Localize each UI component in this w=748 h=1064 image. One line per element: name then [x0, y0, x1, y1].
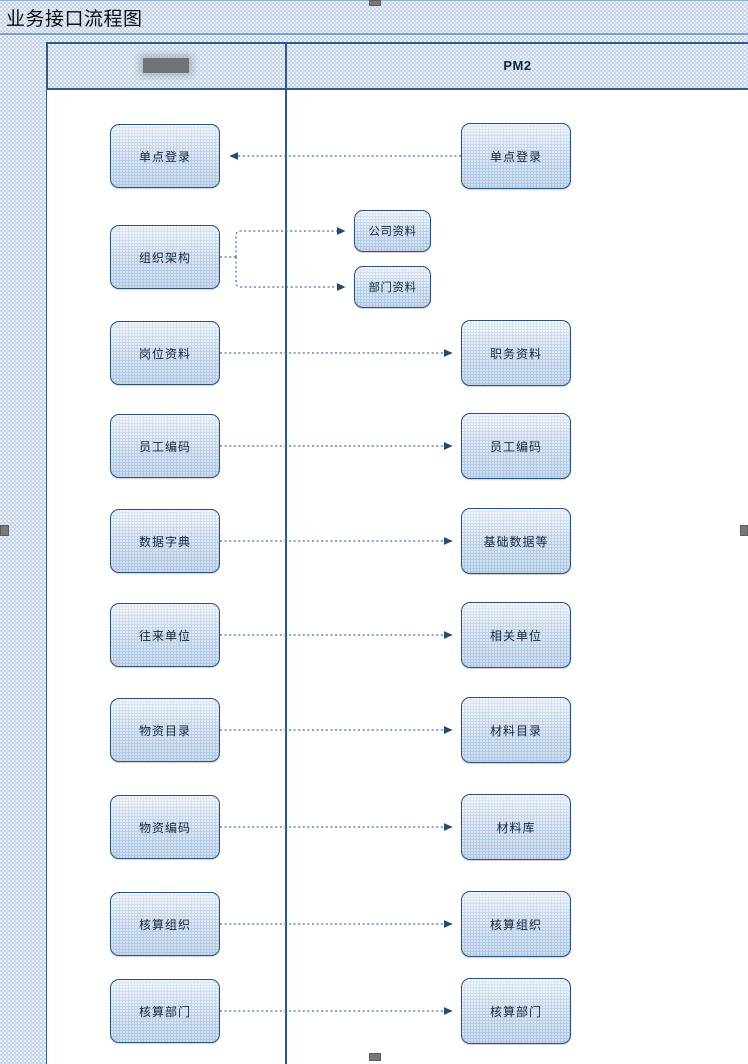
- lane-title-right: PM2: [503, 57, 532, 73]
- node-position-info[interactable]: 岗位资料: [110, 321, 220, 385]
- node-accounting-org-right[interactable]: 核算组织: [461, 891, 571, 957]
- node-label: 数据字典: [138, 534, 191, 549]
- node-label: 核算组织: [489, 917, 542, 932]
- node-label: 员工编码: [138, 439, 191, 454]
- node-org-structure[interactable]: 组织架构: [110, 225, 220, 289]
- node-label: 物资目录: [138, 723, 191, 738]
- redacted-lane-name: [142, 57, 189, 73]
- node-single-sign-on-right[interactable]: 单点登录: [461, 123, 571, 189]
- node-material-code[interactable]: 物资编码: [110, 795, 220, 859]
- node-label: 基础数据等: [483, 534, 549, 549]
- node-accounting-dept-right[interactable]: 核算部门: [461, 978, 571, 1044]
- node-single-sign-on-left[interactable]: 单点登录: [110, 124, 220, 188]
- resize-handle-left[interactable]: [0, 525, 9, 536]
- node-label: 相关单位: [489, 628, 542, 643]
- resize-handle-top[interactable]: [369, 0, 381, 6]
- node-employee-code-left[interactable]: 员工编码: [110, 414, 220, 478]
- node-accounting-org-left[interactable]: 核算组织: [110, 892, 220, 956]
- lane-header-right[interactable]: PM2: [285, 42, 748, 90]
- title-divider: [0, 33, 748, 35]
- node-related-unit[interactable]: 相关单位: [461, 602, 571, 668]
- node-material-catalog-left[interactable]: 物资目录: [110, 698, 220, 762]
- node-label: 核算部门: [489, 1004, 542, 1019]
- lane-divider: [285, 90, 287, 1064]
- node-accounting-dept-left[interactable]: 核算部门: [110, 979, 220, 1043]
- node-label: 职务资料: [489, 346, 542, 361]
- node-label: 部门资料: [368, 280, 417, 294]
- lane-header-left[interactable]: [46, 42, 285, 90]
- node-employee-code-right[interactable]: 员工编码: [461, 413, 571, 479]
- node-label: 物资编码: [138, 820, 191, 835]
- node-counterparty-unit[interactable]: 往来单位: [110, 603, 220, 667]
- node-label: 往来单位: [138, 628, 191, 643]
- node-label: 公司资料: [368, 224, 417, 238]
- node-label: 材料目录: [489, 723, 542, 738]
- node-label: 单点登录: [489, 149, 542, 164]
- node-label: 核算部门: [138, 1004, 191, 1019]
- page-title: 业务接口流程图: [6, 8, 143, 30]
- node-department-info[interactable]: 部门资料: [354, 266, 431, 308]
- node-data-dictionary[interactable]: 数据字典: [110, 509, 220, 573]
- node-label: 材料库: [496, 820, 536, 835]
- node-material-warehouse[interactable]: 材料库: [461, 794, 571, 860]
- resize-handle-bottom[interactable]: [369, 1053, 381, 1061]
- node-job-title-info[interactable]: 职务资料: [461, 320, 571, 386]
- node-label: 组织架构: [138, 250, 191, 265]
- node-material-catalog-right[interactable]: 材料目录: [461, 697, 571, 763]
- resize-handle-right[interactable]: [740, 525, 748, 536]
- node-label: 岗位资料: [138, 346, 191, 361]
- node-label: 员工编码: [489, 439, 542, 454]
- node-label: 核算组织: [138, 917, 191, 932]
- node-company-info[interactable]: 公司资料: [354, 210, 431, 252]
- node-basic-data[interactable]: 基础数据等: [461, 508, 571, 574]
- node-label: 单点登录: [138, 149, 191, 164]
